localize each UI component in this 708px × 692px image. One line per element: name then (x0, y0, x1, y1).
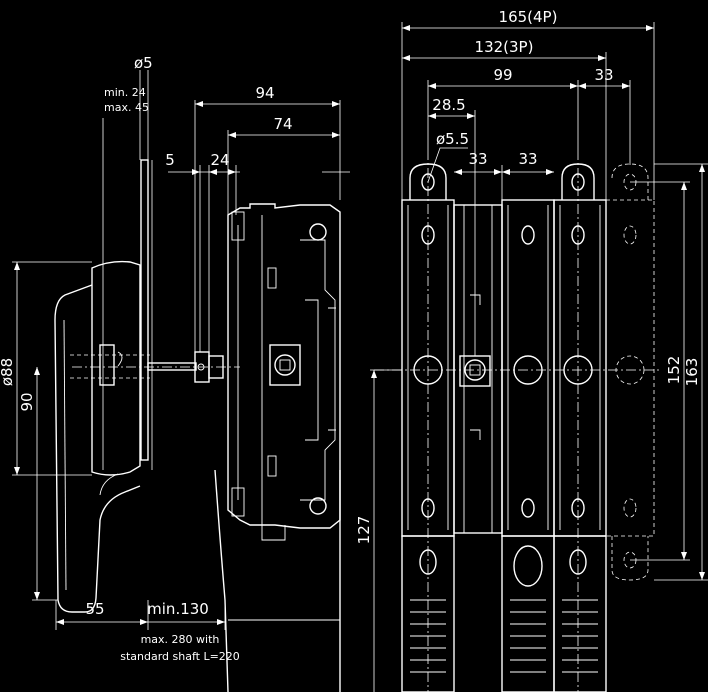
dim-165-4p: 165(4P) (499, 8, 558, 26)
dim-33-b: 33 (518, 150, 537, 168)
dim-74: 74 (273, 115, 292, 133)
switch-side-body (227, 203, 341, 529)
dim-diameter-88: ø88 (0, 358, 16, 386)
dim-94: 94 (255, 84, 274, 102)
dim-5: 5 (165, 151, 175, 169)
dim-163: 163 (683, 358, 701, 387)
mechanism (453, 204, 503, 534)
door-plate (140, 159, 149, 461)
shaft (147, 362, 197, 371)
dim-99: 99 (493, 66, 512, 84)
side-view (54, 159, 341, 692)
dim-max-280-line2: standard shaft L=220 (120, 650, 240, 663)
dim-55: 55 (85, 600, 104, 618)
dim-min-130: min.130 (147, 600, 209, 618)
dim-90: 90 (18, 392, 36, 411)
dim-127: 127 (355, 516, 373, 545)
dim-24: 24 (210, 151, 229, 169)
dim-28-5: 28.5 (432, 96, 465, 114)
dim-diameter-5: ø5 (134, 54, 153, 72)
dim-33-a: 33 (468, 150, 487, 168)
dim-152: 152 (665, 356, 683, 385)
pole-4-optional (605, 163, 655, 581)
pole-2 (501, 199, 555, 537)
dim-max-280-line1: max. 280 with (141, 633, 220, 646)
terminal-covers (401, 535, 607, 692)
handle-knob (91, 260, 141, 476)
front-view-dimensions: 165(4P) 132(3P) 99 33 28.5 ø5.5 33 33 15… (355, 8, 708, 692)
dim-33-top: 33 (594, 66, 613, 84)
dim-132-3p: 132(3P) (475, 38, 534, 56)
dim-max-45: max. 45 (104, 101, 149, 114)
dim-diameter-5-5: ø5.5 (436, 130, 469, 148)
dim-min-24: min. 24 (104, 86, 146, 99)
side-view-dimensions: ø88 90 55 min.130 max. 280 with standard… (0, 54, 350, 663)
pole-3 (553, 163, 607, 537)
handle-body (54, 284, 141, 613)
front-view (374, 150, 660, 692)
